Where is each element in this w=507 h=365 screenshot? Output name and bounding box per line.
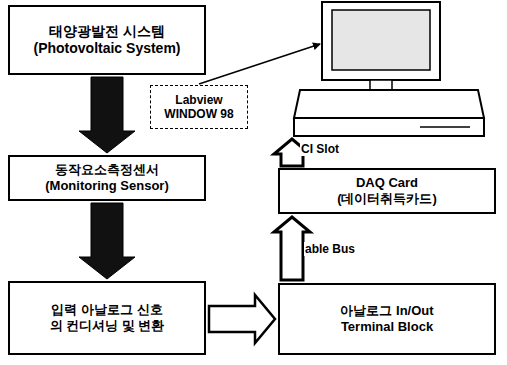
- block-arrow: [209, 295, 275, 343]
- slot-label: CI Slot: [300, 142, 340, 156]
- box-text: 동작요소측정센서: [55, 162, 159, 178]
- box-text: DAQ Card: [356, 175, 418, 191]
- box-text: Labview WINDOW 98: [155, 93, 243, 122]
- edge-label: able Bus: [304, 242, 356, 256]
- monitor-stand: [370, 80, 392, 90]
- arrow-shape: [79, 203, 135, 279]
- block-arrow: [79, 203, 135, 279]
- process-box: 입력 아날로그 신호의 컨디셔닝 및 변환: [8, 281, 206, 355]
- monitor: [322, 2, 440, 80]
- box-text: 입력 아날로그 신호의 컨디셔닝 및 변환: [48, 302, 166, 333]
- process-box: DAQ Card(데이터취득카드): [278, 168, 496, 214]
- box-text: 태양광발전 시스템: [49, 23, 165, 40]
- box-text: (데이터취득카드): [337, 191, 437, 207]
- leader-arrow: [199, 44, 320, 84]
- software-note: Labview WINDOW 98: [150, 85, 248, 129]
- computer-front: [294, 118, 484, 136]
- box-text: (Monitoring Sensor): [45, 178, 169, 194]
- process-box: 아날로그 In/Out Terminal Block: [278, 283, 496, 355]
- arrow-shape: [209, 295, 275, 343]
- process-box: 동작요소측정센서(Monitoring Sensor): [8, 155, 206, 201]
- process-box: 태양광발전 시스템(Photovoltaic System): [8, 5, 206, 75]
- monitor-screen: [332, 10, 430, 70]
- block-arrow: [79, 77, 135, 153]
- box-text: (Photovoltaic System): [33, 40, 180, 57]
- computer-case: [294, 90, 484, 118]
- arrow-shape: [79, 77, 135, 153]
- box-text: 아날로그 In/Out Terminal Block: [338, 303, 436, 334]
- drive-slot: [420, 126, 470, 128]
